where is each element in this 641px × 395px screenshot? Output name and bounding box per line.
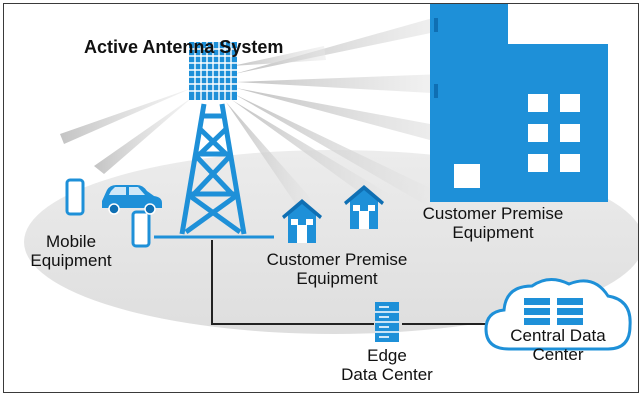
central-label-line1: Central Data <box>510 326 606 345</box>
cpe-house-label: Customer Premise Equipment <box>262 250 412 288</box>
edge-label-line1: Edge <box>367 346 407 365</box>
antenna-panel-icon <box>189 42 237 100</box>
phone-icon <box>65 178 151 248</box>
cloud-icon <box>484 278 632 351</box>
cpe-house-label-line1: Customer Premise <box>266 250 408 269</box>
cpe-building-label-line2: Equipment <box>452 223 534 242</box>
edge-data-center-label: Edge Data Center <box>332 346 442 384</box>
building-icon <box>430 4 608 202</box>
mobile-label-line1: Mobile <box>45 232 97 251</box>
diagram-frame: Active Antenna System Mobile Equipment C… <box>3 3 639 393</box>
mobile-equipment-label: Mobile Equipment <box>26 232 116 270</box>
mobile-label-line2: Equipment <box>30 251 112 270</box>
diagram-canvas <box>24 4 638 351</box>
cpe-building-label-line1: Customer Premise <box>422 204 564 223</box>
antenna-beams <box>60 12 484 209</box>
central-label-line2: Center <box>532 345 584 364</box>
server-rack-icon <box>375 302 399 342</box>
car-icon <box>102 185 162 215</box>
cpe-building-label: Customer Premise Equipment <box>418 204 568 242</box>
house-icon <box>282 185 384 243</box>
edge-label-line2: Data Center <box>341 365 433 384</box>
cpe-house-label-line2: Equipment <box>296 269 378 288</box>
central-data-center-label: Central Data Center <box>502 326 614 364</box>
tower-icon <box>154 103 274 239</box>
diagram-title: Active Antenna System <box>84 37 284 57</box>
